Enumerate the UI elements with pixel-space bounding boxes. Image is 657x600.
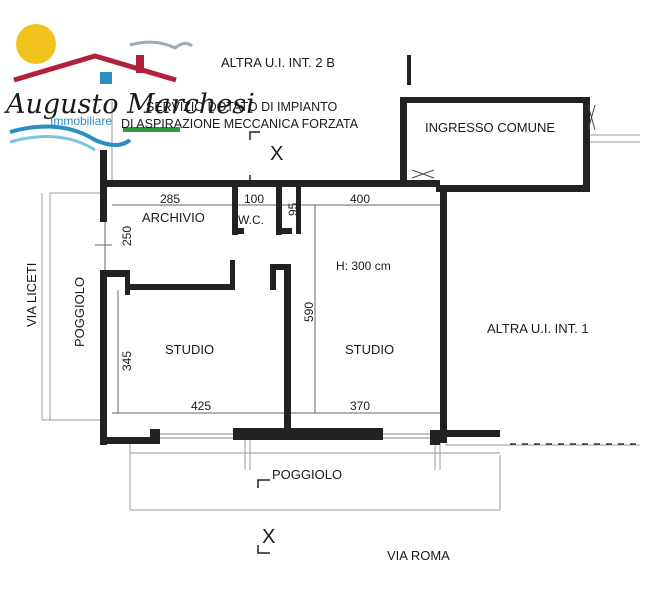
logo: Augusto Marchesi Immobiliare (3, 24, 255, 152)
label-wc: W.C. (238, 213, 264, 227)
dim-590: 590 (302, 302, 316, 322)
label-unit-1: ALTRA U.I. INT. 1 (487, 321, 589, 336)
label-via-roma: VIA ROMA (387, 548, 450, 563)
roof-icon (13, 53, 177, 83)
section-marks (249, 131, 270, 554)
windows (160, 433, 430, 439)
label-height: H: 300 cm (336, 259, 391, 273)
label-via-liceti: VIA LICETI (24, 263, 39, 327)
outer-guide-lines (41, 100, 640, 511)
section-mark-bottom: X (262, 526, 275, 548)
logo-subtitle: Immobiliare (50, 114, 112, 128)
label-studio-right: STUDIO (345, 342, 394, 357)
door-markers (411, 104, 596, 179)
label-studio-left: STUDIO (165, 342, 214, 357)
dim-285: 285 (160, 192, 180, 206)
window-icon (100, 72, 112, 84)
cloud-icon (129, 40, 193, 50)
label-archivio: ARCHIVIO (142, 210, 205, 225)
dim-95: 95 (286, 202, 300, 216)
logo-name: Augusto Marchesi (3, 89, 255, 120)
label-unit-2b: ALTRA U.I. INT. 2 B (221, 55, 335, 70)
label-ingresso: INGRESSO COMUNE (425, 120, 555, 135)
section-mark-top: X (270, 143, 283, 165)
dim-400: 400 (350, 192, 370, 206)
dimension-lines (95, 204, 440, 414)
wave-icon (9, 124, 132, 147)
label-service-line1: SERVIZIO DOTATO DI IMPIANTO (146, 100, 338, 114)
walls (100, 55, 590, 445)
dim-425: 425 (191, 399, 211, 413)
chimney-icon (136, 55, 144, 73)
label-poggiolo-bottom: POGGIOLO (272, 467, 342, 482)
label-service-line2: DI ASPIRAZIONE MECCANICA FORZATA (121, 117, 359, 131)
dim-100: 100 (244, 192, 264, 206)
wave2-icon (9, 135, 96, 152)
accent-bar (123, 127, 180, 132)
label-poggiolo-side: POGGIOLO (72, 277, 87, 347)
dim-250: 250 (120, 226, 134, 246)
dim-345: 345 (120, 351, 134, 371)
sun-icon (16, 24, 56, 64)
dim-370: 370 (350, 399, 370, 413)
